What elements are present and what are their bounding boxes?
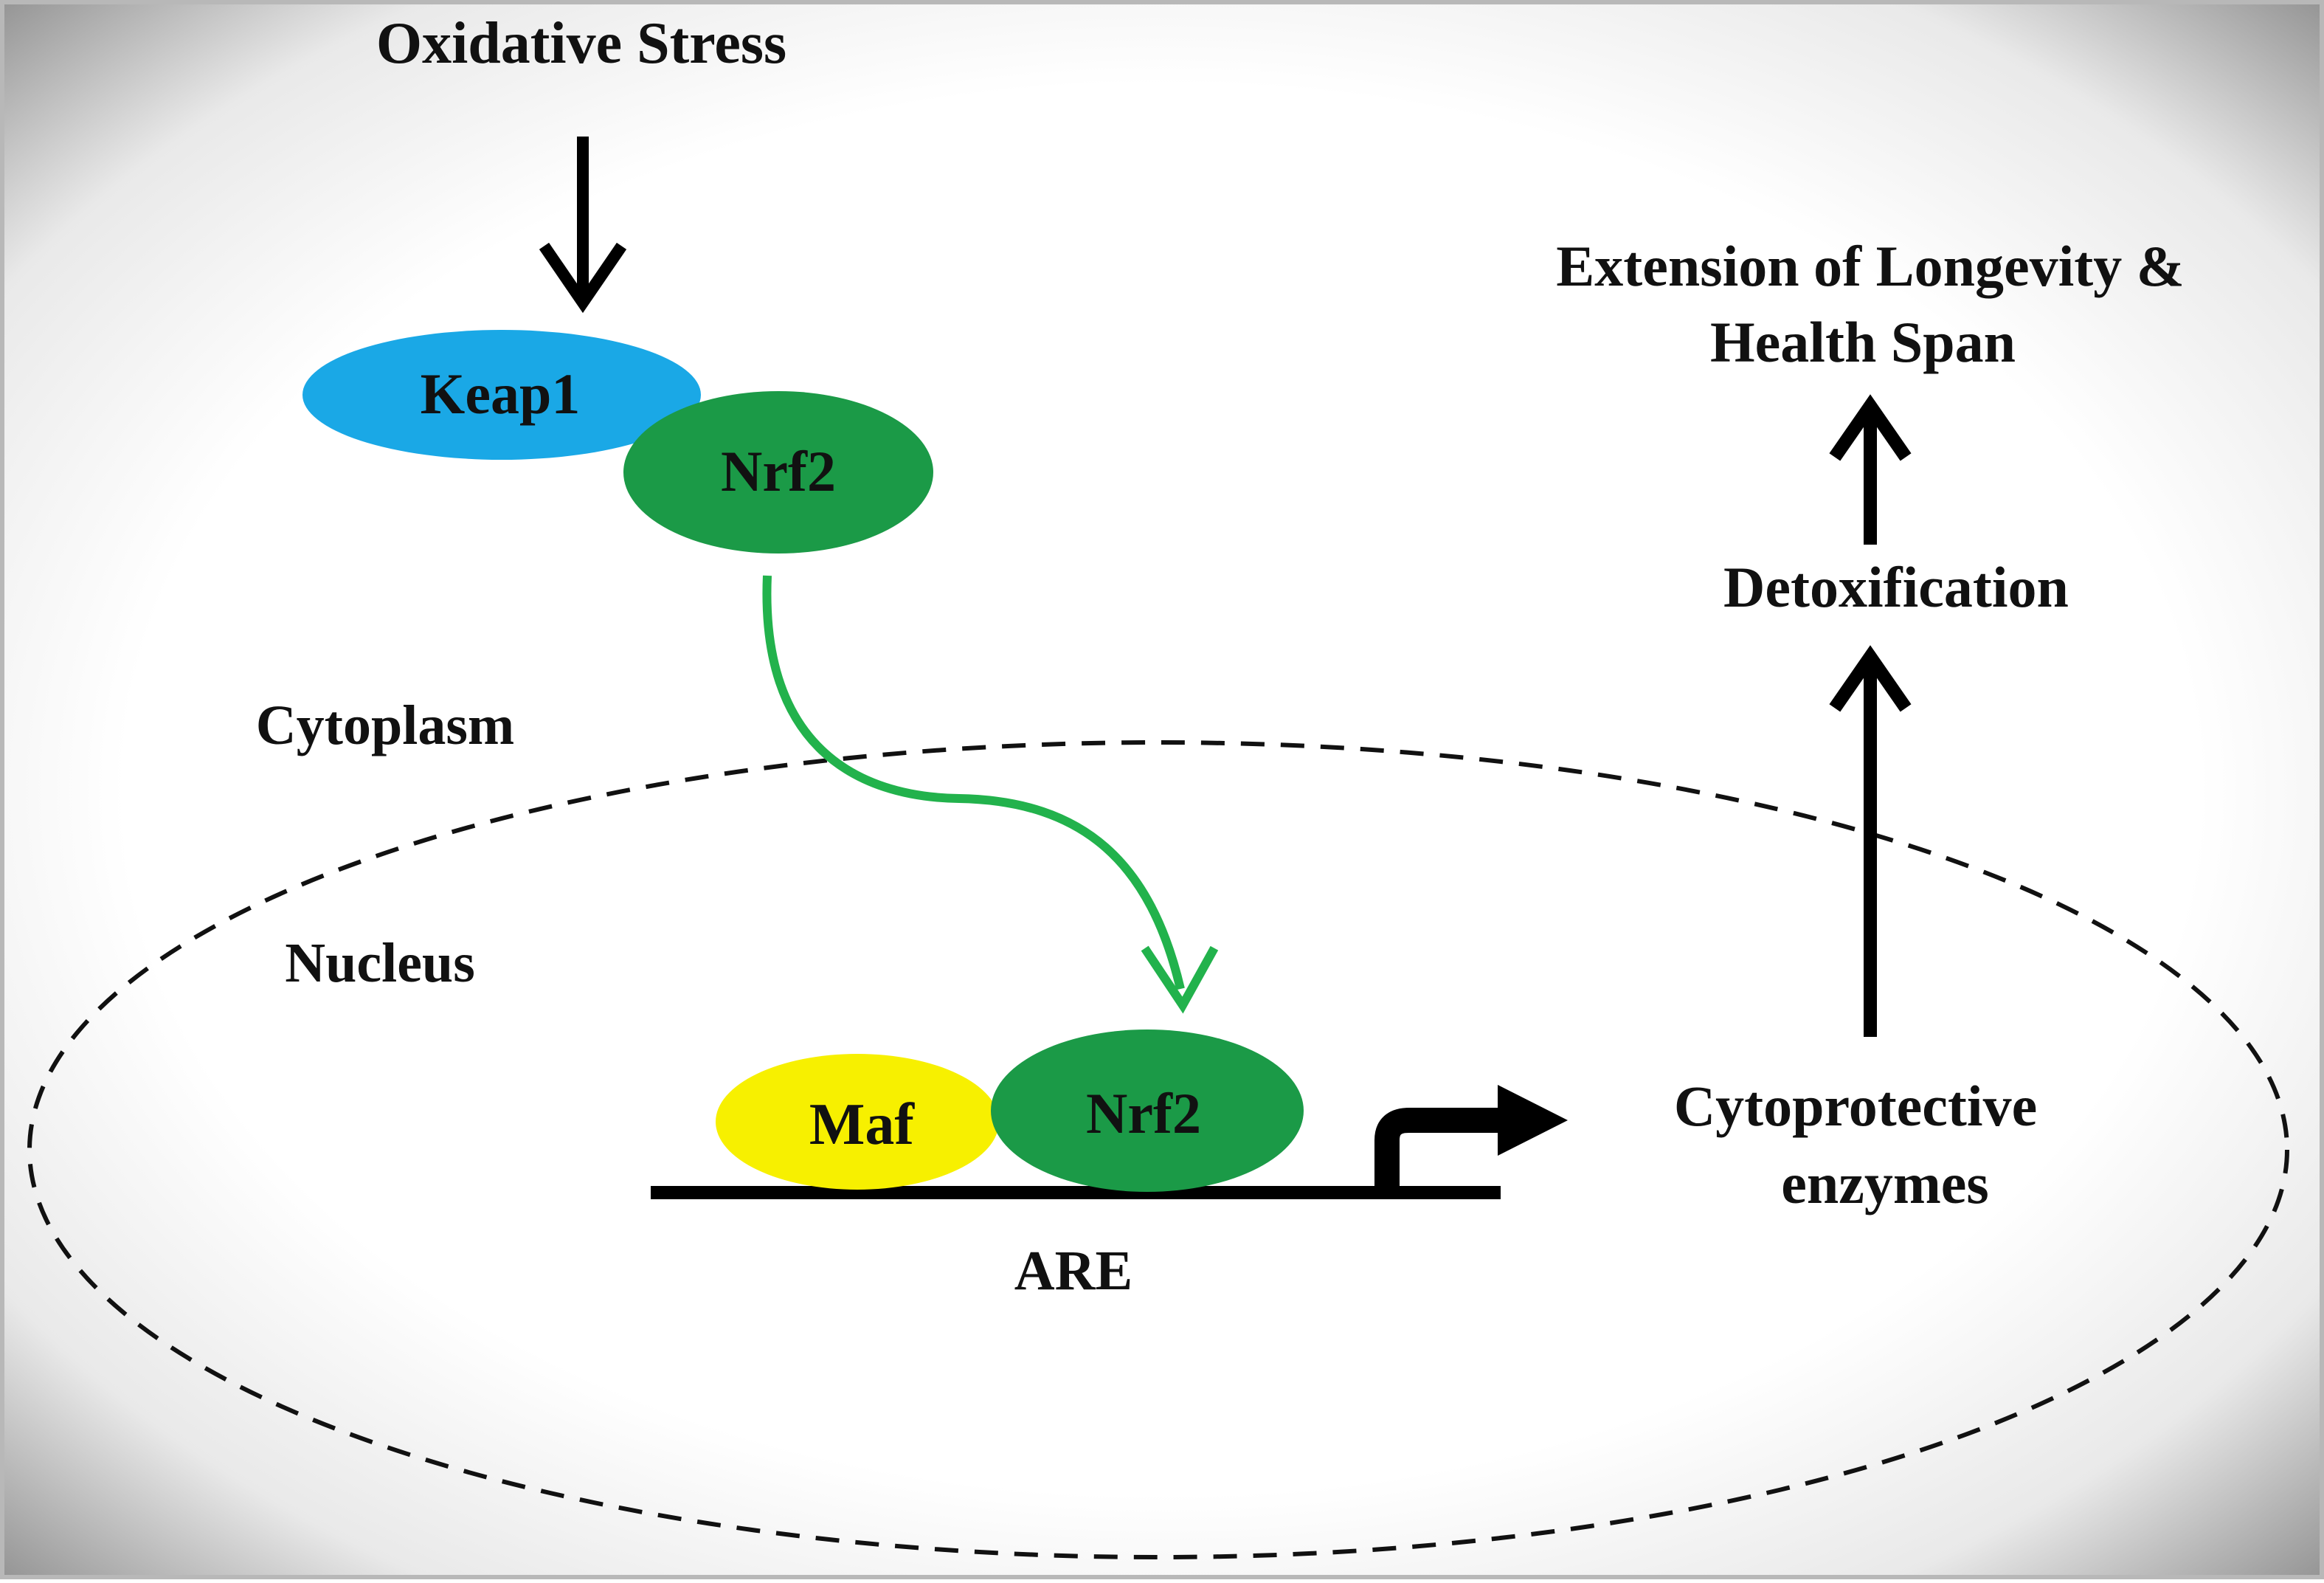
cytoprotective-enzymes-label-line2: enzymes [1781,1151,1989,1215]
keap1-label: Keap1 [421,362,581,426]
are-label: ARE [1014,1240,1132,1302]
nrf2-cytoplasm-ellipse [623,391,933,553]
maf-label: Maf [809,1092,916,1157]
oxidative-stress-label: Oxidative Stress [376,11,786,76]
keap1-ellipse [302,330,701,460]
cytoprotective-enzymes-label-line1: Cytoprotective [1674,1074,2037,1138]
nrf2-cytoplasm-label: Nrf2 [721,439,836,503]
cytoplasm-label: Cytoplasm [256,694,514,756]
arrow-to-detoxification [1829,645,1912,1037]
are-dna-line [651,1186,1501,1199]
longevity-label-line2: Health Span [1710,310,2016,374]
stress-arrow [539,137,627,314]
detoxification-label: Detoxification [1723,555,2069,619]
maf-ellipse [716,1054,999,1190]
nrf2-nucleus-label: Nrf2 [1086,1081,1201,1145]
nrf2-nucleus-ellipse [991,1030,1304,1192]
nucleus-boundary [27,740,2289,1559]
longevity-label-line1: Extension of Longevity & [1556,234,2185,298]
nucleus-label: Nucleus [285,932,475,994]
arrow-to-longevity [1829,394,1912,545]
nrf2-translocation-arrow [762,575,1219,1014]
transcription-arrow [1374,1085,1568,1190]
